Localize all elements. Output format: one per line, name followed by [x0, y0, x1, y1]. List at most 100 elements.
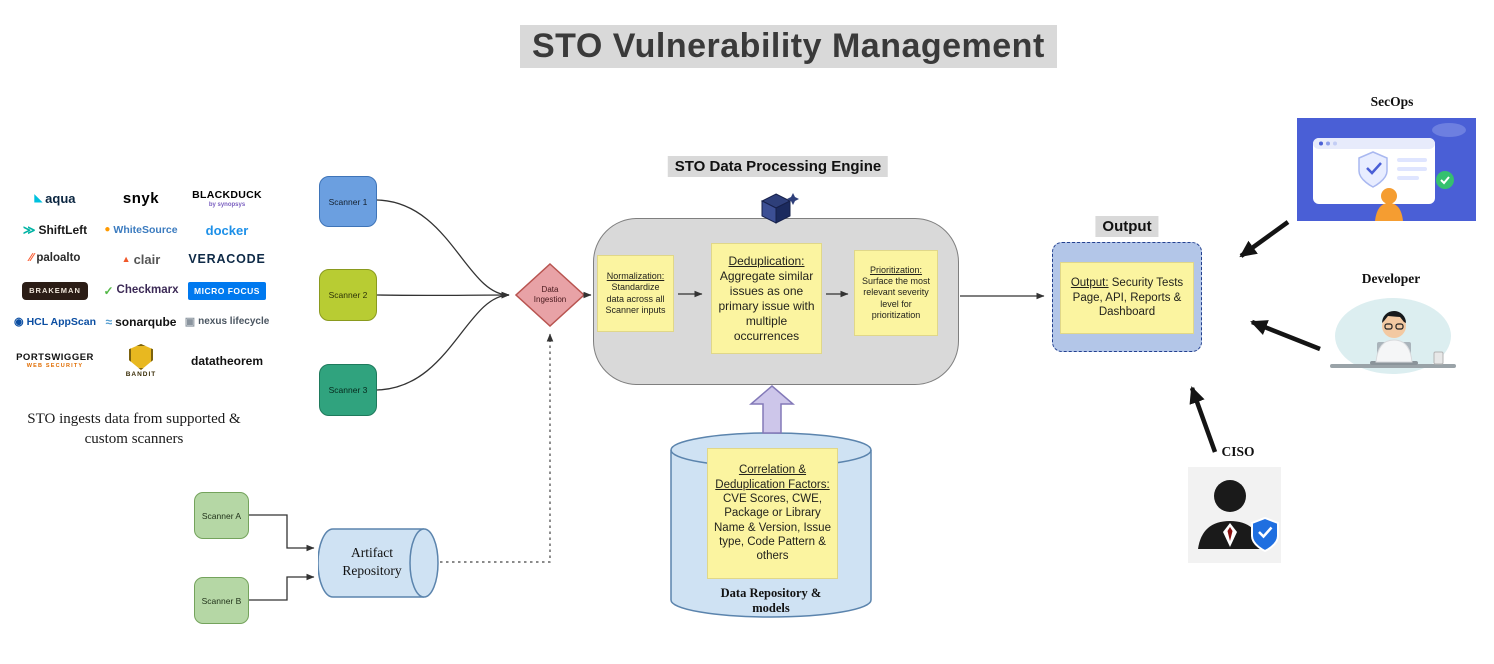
- normalization-body: Standardize data across all Scanner inpu…: [605, 282, 666, 315]
- logo-brakeman-label: BRAKEMAN: [29, 286, 81, 295]
- logo-portswigger-sub: WEB SECURITY: [26, 362, 84, 369]
- correlation-note: Correlation & Deduplication Factors: CVE…: [707, 448, 838, 579]
- page-title: STO Vulnerability Management: [520, 25, 1057, 68]
- artifact-repository-label-line1: Artifact: [351, 545, 393, 560]
- logo-hcl-appscan-label: HCL AppScan: [26, 315, 97, 328]
- deduplication-heading: Deduplication:: [728, 253, 805, 268]
- logo-microfocus-label: MICRO FOCUS: [194, 285, 260, 296]
- prioritization-heading: Prioritization:: [869, 264, 923, 275]
- logo-veracode: VERACODE: [188, 253, 265, 266]
- logos-caption-line2: custom scanners: [84, 431, 184, 448]
- correlation-body: CVE Scores, CWE, Package or Library Name…: [714, 492, 831, 563]
- logo-sonarqube: ≈ sonarqube: [106, 316, 177, 328]
- whitesource-icon: ●: [104, 224, 111, 235]
- data-ingestion-diamond: Data Ingestion: [514, 262, 586, 328]
- logo-portswigger: PORTSWIGGER WEB SECURITY: [16, 353, 94, 369]
- scanner-1-label: Scanner 1: [328, 196, 368, 207]
- shiftleft-icon: ≫: [22, 223, 36, 237]
- scanner-3-box: Scanner 3: [319, 364, 377, 416]
- scanner-b-box: Scanner B: [194, 577, 249, 624]
- checkmarx-icon: ✓: [103, 283, 114, 298]
- repository-to-engine-arrow: [748, 385, 796, 434]
- logo-hcl-appscan: ◉ HCL AppScan: [13, 315, 97, 328]
- clair-icon: ▲: [121, 253, 131, 264]
- logo-datatheorem: datatheorem: [191, 355, 263, 367]
- output-title: Output: [1095, 216, 1159, 237]
- data-repository-label-line2: models: [752, 601, 790, 615]
- ciso-label: CISO: [1221, 444, 1255, 459]
- deduplication-body: Aggregate similar issues as one primary …: [718, 268, 815, 343]
- deduplication-note: Deduplication: Aggregate similar issues …: [711, 243, 822, 354]
- logo-nexus-lifecycle-label: nexus lifecycle: [198, 316, 270, 327]
- diamond-shape-icon: [514, 262, 586, 328]
- logo-clair-label: clair: [133, 251, 161, 267]
- scanner-1-box: Scanner 1: [319, 176, 377, 227]
- logo-bandit-label: BANDIT: [125, 371, 157, 378]
- logo-blackduck-label: BLACKDUCK: [192, 189, 262, 201]
- logo-blackduck-sub: by synopsys: [208, 201, 246, 208]
- logo-clair: ▲ clair: [122, 253, 161, 266]
- logo-portswigger-label: PORTSWIGGER: [16, 352, 94, 364]
- output-note-body: Security Tests Page, API, Reports & Dash…: [1072, 277, 1184, 319]
- scanner-a-label: Scanner A: [201, 510, 242, 521]
- data-ingestion-label: Data Ingestion: [515, 263, 585, 327]
- logo-nexus-lifecycle: ▣ nexus lifecycle: [184, 315, 270, 328]
- logo-shiftleft: ≫ ShiftLeft: [23, 224, 87, 236]
- logo-docker: docker: [206, 224, 249, 237]
- logo-blackduck: BLACKDUCK by synopsys: [192, 190, 262, 208]
- logo-datatheorem-label: datatheorem: [190, 354, 264, 369]
- scanner-a-box: Scanner A: [194, 492, 249, 539]
- data-repository-label-line1: Data Repository &: [720, 586, 822, 600]
- logo-snyk: snyk: [123, 191, 159, 206]
- scanner-b-label: Scanner B: [201, 595, 242, 606]
- artifact-repository-label: Artifact Repository: [322, 544, 422, 579]
- engine-title: STO Data Processing Engine: [667, 156, 889, 177]
- developer-label: Developer: [1361, 271, 1421, 286]
- output-note-heading: Output:: [1070, 277, 1109, 290]
- logo-whitesource: ● WhiteSource: [104, 225, 177, 236]
- prioritization-body: Surface the most relevant severity level…: [861, 276, 931, 320]
- logo-brakeman: BRAKEMAN: [22, 282, 88, 300]
- secops-illustration: [1297, 118, 1476, 221]
- logo-whitesource-label: WhiteSource: [113, 223, 178, 236]
- logo-paloalto-label: paloalto: [36, 252, 81, 265]
- logo-docker-label: docker: [205, 222, 249, 238]
- data-repository-label: Data Repository & models: [668, 586, 874, 616]
- data-ingestion-line1: Data: [541, 285, 559, 295]
- nexus-icon: ▣: [184, 315, 196, 328]
- logo-microfocus: MICRO FOCUS: [188, 281, 266, 300]
- sonarqube-icon: ≈: [105, 315, 113, 329]
- logo-sonarqube-label: sonarqube: [115, 315, 177, 329]
- scanner-2-label: Scanner 2: [328, 290, 368, 300]
- logo-aqua: ◣ aqua: [34, 192, 75, 205]
- aqua-icon: ◣: [34, 192, 43, 204]
- logo-checkmarx: ✓ Checkmarx: [103, 283, 179, 298]
- appscan-icon: ◉: [13, 315, 24, 328]
- output-note: Output: Security Tests Page, API, Report…: [1060, 262, 1194, 334]
- secops-label: SecOps: [1370, 94, 1414, 109]
- paloalto-icon: ∕∕: [29, 252, 34, 265]
- logo-shiftleft-label: ShiftLeft: [38, 223, 88, 237]
- developer-illustration: [1330, 298, 1456, 374]
- normalization-heading: Normalization:: [606, 271, 665, 281]
- correlation-heading: Correlation & Deduplication Factors:: [715, 464, 830, 491]
- artifact-repository-cylinder: [318, 528, 439, 598]
- scanner-3-label: Scanner 3: [328, 385, 368, 395]
- logo-checkmarx-label: Checkmarx: [116, 284, 179, 296]
- bandit-badge-icon: [129, 344, 153, 370]
- artifact-repository-label-line2: Repository: [342, 562, 402, 578]
- logo-aqua-label: aqua: [45, 191, 76, 207]
- scanner-2-box: Scanner 2: [319, 269, 377, 321]
- ciso-illustration: [1188, 467, 1281, 563]
- logo-veracode-label: VERACODE: [188, 251, 266, 266]
- cube-icon: [760, 193, 799, 224]
- logos-caption-line1: STO ingests data from supported &: [27, 411, 241, 427]
- logo-snyk-label: snyk: [122, 190, 160, 208]
- data-ingestion-line2: Ingestion: [533, 295, 567, 304]
- logos-caption: STO ingests data from supported & custom…: [8, 409, 260, 450]
- logo-bandit: BANDIT: [126, 344, 157, 379]
- normalization-note: Normalization: Standardize data across a…: [597, 255, 674, 332]
- scanner-logo-grid: ◣ aqua snyk BLACKDUCK by synopsys ≫ Shif…: [12, 190, 270, 379]
- logo-paloalto: ∕∕ paloalto: [30, 253, 81, 265]
